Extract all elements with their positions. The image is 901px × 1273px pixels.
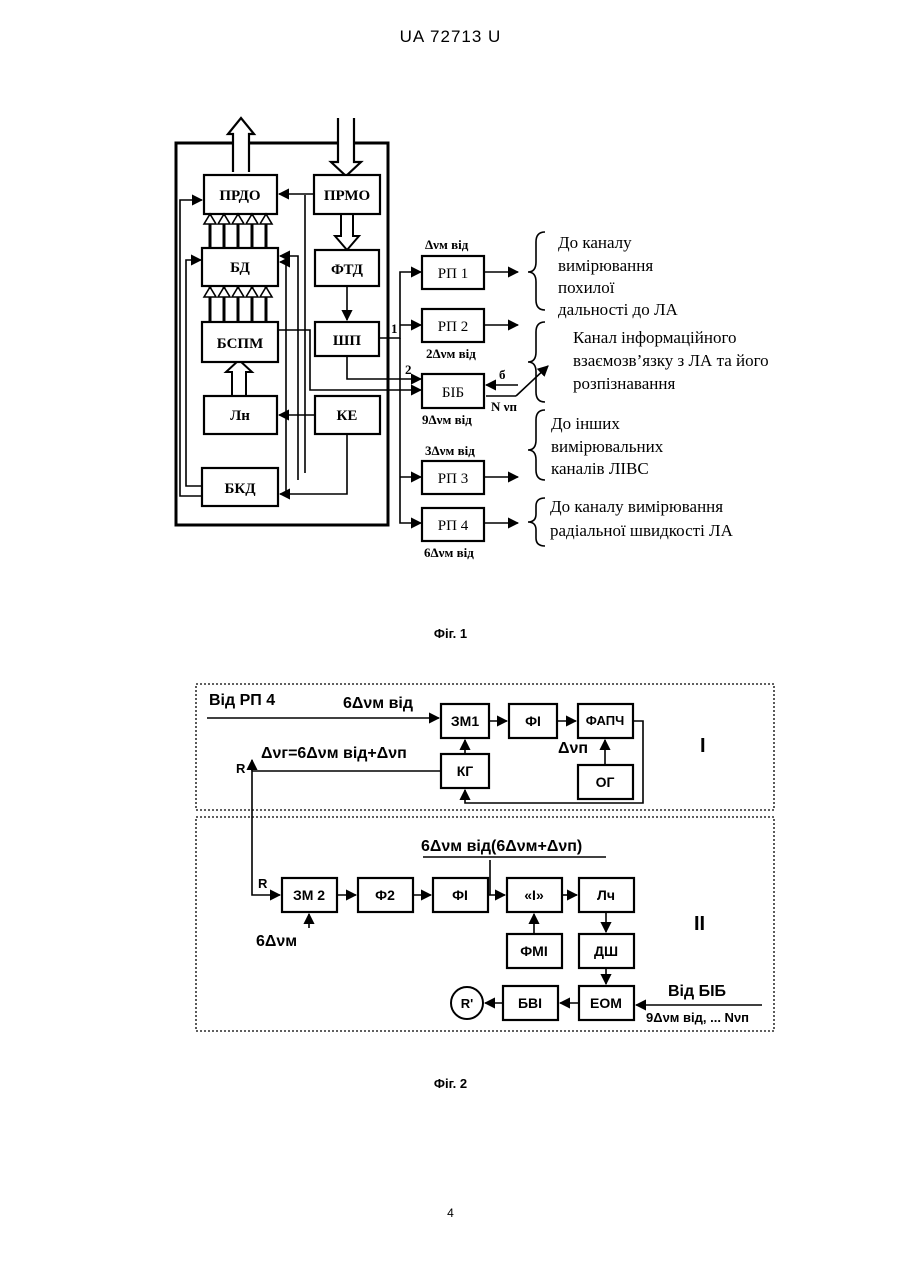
svg-text:розпізнавання: розпізнавання bbox=[573, 374, 675, 393]
block-rp2-label: РП 2 bbox=[438, 319, 468, 335]
svg-text:вимірювання: вимірювання bbox=[558, 256, 653, 275]
block-kg-label: КГ bbox=[457, 763, 474, 779]
annotation-other-channels: До інших вимірювальних каналів ЛІВС bbox=[551, 414, 664, 478]
svg-text:Канал інформаційного: Канал інформаційного bbox=[573, 328, 737, 347]
block-zm1-label: ЗМ1 bbox=[451, 713, 479, 729]
hollow-arrow-ln-to-bspm bbox=[226, 360, 252, 395]
svg-text:вимірювальних: вимірювальних bbox=[551, 437, 664, 456]
rp4-frequency-label: 6Δνм від bbox=[424, 545, 474, 560]
rp1-frequency-label: Δνм від bbox=[425, 237, 469, 252]
block-ftd-label: ФТД bbox=[331, 262, 364, 278]
r-mid-label: R bbox=[258, 876, 268, 891]
rp3-frequency-label: 3Δνм від bbox=[425, 443, 475, 458]
bus-arrows-bd-prdo bbox=[204, 214, 272, 247]
section-ii-label: II bbox=[694, 913, 705, 935]
block-ke-label: КЕ bbox=[337, 408, 358, 424]
block-prdo-label: ПРДО bbox=[219, 188, 260, 204]
block-fi1-label: ФІ bbox=[525, 713, 541, 729]
annotation-braces bbox=[528, 232, 545, 546]
port-6-label: б bbox=[499, 367, 506, 382]
block-fmi-label: ФМІ bbox=[520, 943, 548, 959]
svg-text:До каналу: До каналу bbox=[558, 233, 632, 252]
block-eom-label: ЕОМ bbox=[590, 995, 622, 1011]
block-bspm-label: БСПМ bbox=[217, 336, 263, 352]
block-f2-label: Ф2 bbox=[375, 887, 395, 903]
block-og-label: ОГ bbox=[596, 774, 615, 790]
section-i-label: I bbox=[700, 735, 706, 757]
annotation-info-channel: Канал інформаційного взаємозв’язку з ЛА … bbox=[573, 328, 769, 393]
n-nu-label: N νп bbox=[491, 399, 517, 414]
port-1-label: 1 bbox=[391, 321, 398, 336]
svg-text:похилої: похилої bbox=[558, 278, 615, 297]
six-dnu-vid-label: 6Δνм від bbox=[343, 695, 413, 712]
figure-1: ПРДО ПРМО БД ФТД БСПМ ШП Лн КЕ БКД РП 1 … bbox=[176, 118, 769, 560]
output-hollow-arrow bbox=[228, 118, 254, 172]
port-2-label: 2 bbox=[405, 362, 412, 377]
block-shp-label: ШП bbox=[333, 333, 361, 349]
svg-text:До інших: До інших bbox=[551, 414, 620, 433]
svg-text:радіальної швидкості ЛА: радіальної швидкості ЛА bbox=[550, 521, 734, 540]
dnu-p-label: Δνп bbox=[558, 740, 588, 757]
six-dnu-m-label: 6Δνм bbox=[256, 933, 297, 950]
block-ln-label: Лн bbox=[230, 408, 250, 424]
from-rp4-label: Від РП 4 bbox=[209, 692, 275, 709]
annotation-radial-velocity: До каналу вимірювання радіальної швидкос… bbox=[550, 497, 734, 540]
figure-2: ЗМ1 ФІ ФАПЧ КГ ОГ ЗМ 2 Ф2 ФІ «І» Лч ФМІ … bbox=[196, 684, 774, 1031]
r-top-label: R bbox=[236, 761, 246, 776]
block-rp1-label: РП 1 bbox=[438, 266, 468, 282]
svg-text:До каналу вимірювання: До каналу вимірювання bbox=[550, 497, 723, 516]
annotation-slant-range: До каналу вимірювання похилої дальності … bbox=[558, 233, 678, 319]
block-dsh-label: ДШ bbox=[594, 943, 618, 959]
input-hollow-arrow-top bbox=[331, 118, 361, 176]
block-fi2-label: ФІ bbox=[452, 887, 468, 903]
block-rp3-label: РП 3 bbox=[438, 471, 468, 487]
rp2-frequency-label: 2Δνм від bbox=[426, 346, 476, 361]
block-bd-label: БД bbox=[230, 260, 250, 276]
mid-formula: 6Δνм від(6Δνм+Δνп) bbox=[421, 838, 582, 855]
input-hollow-arrow-ftd bbox=[335, 212, 359, 250]
block-bib-label: БІБ bbox=[442, 385, 464, 401]
bib-frequency-label: 9Δνм від bbox=[422, 412, 472, 427]
block-rp4-label: РП 4 bbox=[438, 518, 469, 534]
block-bvi-label: БВІ bbox=[518, 995, 542, 1011]
figure-1-caption: Фіг. 1 bbox=[0, 626, 901, 641]
svg-text:дальності до ЛА: дальності до ЛА bbox=[558, 300, 678, 319]
block-zm2-label: ЗМ 2 bbox=[293, 887, 325, 903]
block-r-prime-label: R' bbox=[461, 996, 473, 1011]
block-prmo-label: ПРМО bbox=[324, 188, 370, 204]
svg-text:каналів ЛІВС: каналів ЛІВС bbox=[551, 459, 649, 478]
block-i-label: «І» bbox=[524, 887, 544, 903]
from-bib-label: Від БІБ bbox=[668, 983, 726, 1000]
svg-text:взаємозв’язку з ЛА та його: взаємозв’язку з ЛА та його bbox=[573, 351, 769, 370]
dnu-g-formula: Δνг=6Δνм від+Δνп bbox=[261, 745, 407, 762]
block-fapch-label: ФАПЧ bbox=[586, 713, 624, 728]
block-bkd-label: БКД bbox=[224, 481, 256, 497]
block-lch-label: Лч bbox=[597, 887, 615, 903]
figure-2-caption: Фіг. 2 bbox=[0, 1076, 901, 1091]
page-number: 4 bbox=[0, 1206, 901, 1220]
bus-arrows-bspm-bd bbox=[204, 287, 272, 321]
bottom-formula: 9Δνм від, ... Nνп bbox=[646, 1010, 749, 1025]
